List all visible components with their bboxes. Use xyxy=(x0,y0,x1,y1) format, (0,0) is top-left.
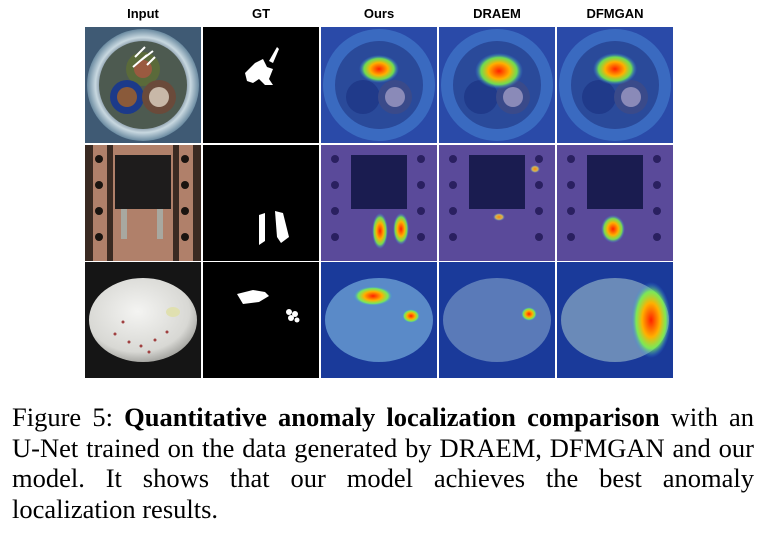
column-header-dfmgan: DFMGAN xyxy=(586,6,644,21)
transistor-gt-mask xyxy=(203,145,319,261)
figure-caption: Figure 5: Quantitative anomaly localizat… xyxy=(12,402,754,524)
column-header-draem: DRAEM xyxy=(473,6,521,21)
column-header-input: Input xyxy=(127,6,159,21)
cable-dfmgan-heatmap xyxy=(557,27,673,143)
column-header-gt: GT xyxy=(251,6,271,21)
cable-draem-heatmap xyxy=(439,27,555,143)
pill-input-image xyxy=(85,262,201,378)
cable-ours-heatmap xyxy=(321,27,437,143)
transistor-dfmgan-heatmap xyxy=(557,145,673,261)
cable-gt-mask xyxy=(203,27,319,143)
pill-draem-heatmap xyxy=(439,262,555,378)
transistor-ours-heatmap xyxy=(321,145,437,261)
pill-ours-heatmap xyxy=(321,262,437,378)
caption-rest-text: with an U-Net trained on the data genera… xyxy=(12,402,755,524)
caption-label: Figure 5: xyxy=(12,402,125,432)
column-header-ours: Ours xyxy=(363,6,395,21)
transistor-input-image xyxy=(85,145,201,261)
pill-gt-mask xyxy=(203,262,319,378)
cable-input-image xyxy=(85,27,201,143)
pill-dfmgan-heatmap xyxy=(557,262,673,378)
caption-bold-text: Quantitative anomaly localization compar… xyxy=(124,402,660,432)
transistor-draem-heatmap xyxy=(439,145,555,261)
